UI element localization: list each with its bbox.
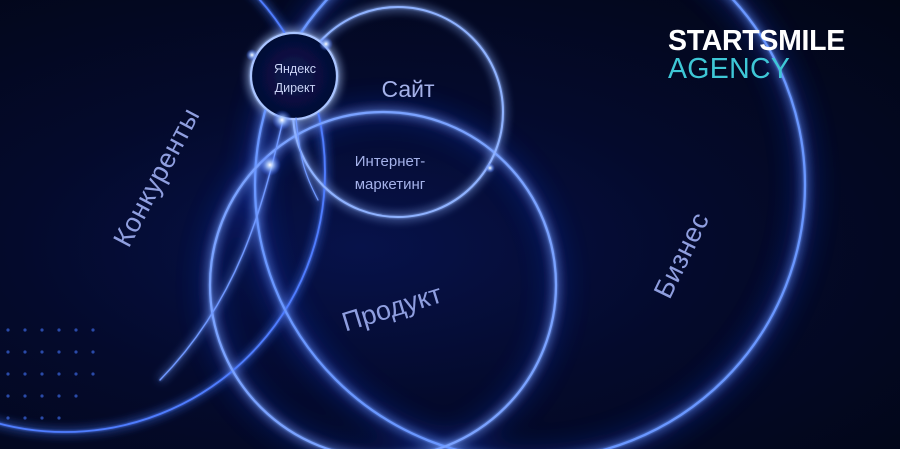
internet-marketing-label-line2: маркетинг [354, 176, 426, 193]
internet-marketing-label-line1: Интернет- [354, 153, 426, 170]
grid-dot [74, 350, 78, 354]
grid-dot [40, 394, 44, 398]
grid-dot [57, 394, 61, 398]
grid-dot [57, 372, 61, 376]
business-circle [253, 0, 807, 449]
brand-logo-line2: AGENCY [668, 53, 791, 85]
yandex-direct-label-line2: Директ [274, 81, 316, 95]
grid-dot [6, 416, 10, 420]
grid-dot [6, 372, 10, 376]
grid-dot [40, 416, 44, 420]
site-label: Сайт [381, 76, 435, 102]
grid-dot [6, 350, 10, 354]
grid-dot [6, 394, 10, 398]
grid-dot [6, 328, 10, 332]
grid-dot [57, 350, 61, 354]
grid-dot [91, 372, 95, 376]
grid-dot [23, 394, 27, 398]
grid-dot [23, 350, 27, 354]
yandex-direct-label-line1: Яндекс [273, 62, 317, 76]
grid-dot [91, 350, 95, 354]
brand-logo: STARTSMILE AGENCY [668, 25, 888, 85]
grid-dot [57, 416, 61, 420]
brand-logo-line1: STARTSMILE [668, 25, 845, 57]
connector-arc-2 [295, 117, 319, 201]
product-circle [208, 110, 558, 449]
grid-dot [23, 328, 27, 332]
internet-marketing-label: Интернет- маркетинг [330, 150, 450, 196]
yandex-direct-circle [249, 31, 339, 121]
connector-arc [159, 119, 284, 381]
grid-dot [74, 394, 78, 398]
grid-dot [23, 372, 27, 376]
glow-sparkles [246, 37, 495, 176]
grid-dot [74, 372, 78, 376]
grid-dot [91, 328, 95, 332]
grid-dot [40, 350, 44, 354]
grid-dot [74, 328, 78, 332]
grid-dot [57, 328, 61, 332]
grid-dot [23, 416, 27, 420]
yandex-direct-label: Яндекс Директ [255, 60, 335, 98]
dot-grid-decoration [6, 328, 95, 420]
grid-dot [40, 328, 44, 332]
grid-dot [40, 372, 44, 376]
competitors-circle [0, 0, 326, 433]
